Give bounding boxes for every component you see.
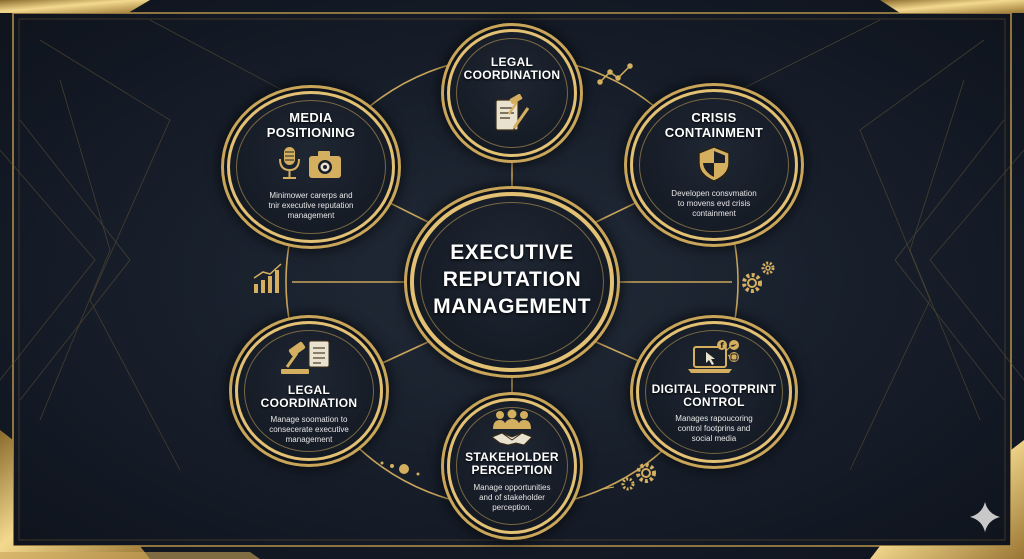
gavel-document-icon xyxy=(281,340,330,374)
node-crisis-containment: CRISIS CONTAINMENT Developen consvmation… xyxy=(630,89,798,241)
handshake-people-icon xyxy=(490,409,533,446)
gears-icon-right xyxy=(742,261,775,293)
node-description: Manage opportunities and of stakeholder … xyxy=(473,483,551,513)
node-title: STAKEHOLDER PERCEPTION xyxy=(465,450,559,478)
node-legal-coordination-left: LEGAL COORDINATION Manage soomation to c… xyxy=(235,321,383,461)
bar-chart-icon xyxy=(253,263,282,293)
node-description: Manages rapoucoring control footprins an… xyxy=(675,414,753,444)
node-stakeholder-perception: STAKEHOLDER PERCEPTION Manage opportunit… xyxy=(447,398,577,534)
node-title: CRISIS CONTAINMENT xyxy=(664,110,764,140)
node-title: MEDIA POSITIONING xyxy=(266,110,356,140)
node-media-positioning: MEDIA POSITIONING Minimower carerps and … xyxy=(227,91,395,243)
center-node: EXECUTIVE REPUTATION MANAGEMENT xyxy=(410,192,614,372)
node-digital-footprint-control: f DIGITAL FOOTPRINT CONTROL Manages rapo… xyxy=(636,321,792,463)
node-title: LEGAL COORDINATION xyxy=(260,383,358,411)
center-title: EXECUTIVE REPUTATION MANAGEMENT xyxy=(433,241,591,318)
gears-icon-bottom xyxy=(621,463,656,491)
laptop-social-icon: f xyxy=(688,340,739,373)
node-title: DIGITAL FOOTPRINT CONTROL xyxy=(651,382,777,410)
node-legal-coordination-top: LEGAL COORDINATION xyxy=(447,29,577,157)
node-description: Minimower carerps and tnir executive rep… xyxy=(268,191,354,221)
node-title: LEGAL COORDINATION xyxy=(463,55,561,83)
shield-icon xyxy=(698,146,730,182)
microphone-camera-icon xyxy=(279,147,341,179)
node-description: Manage soomation to consecerate executiv… xyxy=(269,415,349,445)
svg-text:f: f xyxy=(720,341,724,350)
sparkle-icon xyxy=(970,502,1000,532)
contract-gavel-icon xyxy=(495,94,530,132)
node-description: Developen consvmation to movens evd cris… xyxy=(671,189,757,219)
